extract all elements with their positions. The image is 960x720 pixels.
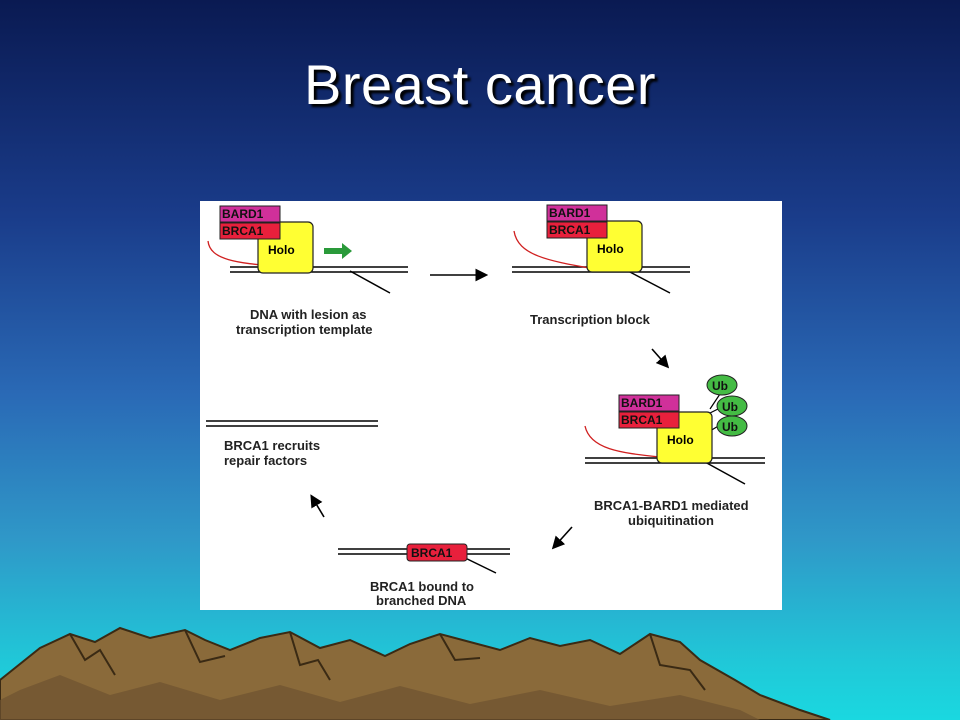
bard1-label: BARD1 xyxy=(222,207,264,221)
holo-label: Holo xyxy=(597,242,624,256)
holo-label: Holo xyxy=(268,243,295,257)
step1-caption-line1: DNA with lesion as xyxy=(250,307,367,322)
bard1-label: BARD1 xyxy=(621,396,663,410)
brca1-label: BRCA1 xyxy=(621,413,663,427)
step4-group: BRCA1 BRCA1 bound to branched DNA xyxy=(338,543,510,608)
step1-caption-line2: transcription template xyxy=(236,322,373,337)
step3-caption-line1: BRCA1-BARD1 mediated xyxy=(594,498,749,513)
step5-group: BRCA1 recruits repair factors xyxy=(206,420,378,468)
ubiquitin-1 xyxy=(706,374,738,396)
mountain-range-decoration xyxy=(0,626,831,720)
rna-transcript xyxy=(584,425,661,458)
brca1-pathway-diagram: Holo BARD1 BRCA1 DNA with lesion as tran… xyxy=(200,201,782,610)
bard1-box xyxy=(618,394,680,412)
green-arrow-icon xyxy=(324,243,352,259)
arrow-4-to-5 xyxy=(310,494,325,518)
brca1-label: BRCA1 xyxy=(549,223,591,237)
step3-group: Holo BARD1 BRCA1 Ub Ub Ub BRCA1-BARD1 me… xyxy=(584,374,765,528)
ubiquitin-3 xyxy=(716,415,748,437)
brca1-box xyxy=(618,411,680,429)
dna-lesion-branch xyxy=(349,270,391,294)
bard1-box xyxy=(219,205,281,223)
step3-caption-line2: ubiquitination xyxy=(628,513,714,528)
ub-label: Ub xyxy=(722,400,738,414)
dna-lesion-branch xyxy=(704,461,746,485)
brca1-box xyxy=(406,543,468,562)
dna-lesion-branch xyxy=(627,270,671,294)
step2-group: Holo BARD1 BRCA1 Transcription block xyxy=(512,204,690,327)
ub-label: Ub xyxy=(722,420,738,434)
holo-label: Holo xyxy=(667,433,694,447)
step4-caption-line1: BRCA1 bound to xyxy=(370,579,474,594)
step2-caption: Transcription block xyxy=(530,312,651,327)
step4-caption-line2: branched DNA xyxy=(376,593,467,608)
step5-caption-line1: BRCA1 recruits xyxy=(224,438,320,453)
step5-caption-line2: repair factors xyxy=(224,453,307,468)
brca1-box xyxy=(219,222,281,240)
brca1-label: BRCA1 xyxy=(411,546,453,560)
ub-label: Ub xyxy=(712,379,728,393)
brca1-label: BRCA1 xyxy=(222,224,264,238)
bard1-box xyxy=(546,204,608,222)
brca1-box xyxy=(546,221,608,239)
bard1-label: BARD1 xyxy=(549,206,591,220)
rna-transcript xyxy=(513,230,596,270)
slide-title: Breast cancer xyxy=(304,53,656,116)
step1-group: Holo BARD1 BRCA1 DNA with lesion as tran… xyxy=(207,205,408,337)
arrow-3-to-4 xyxy=(551,526,573,550)
arrow-2-to-3 xyxy=(651,348,670,369)
